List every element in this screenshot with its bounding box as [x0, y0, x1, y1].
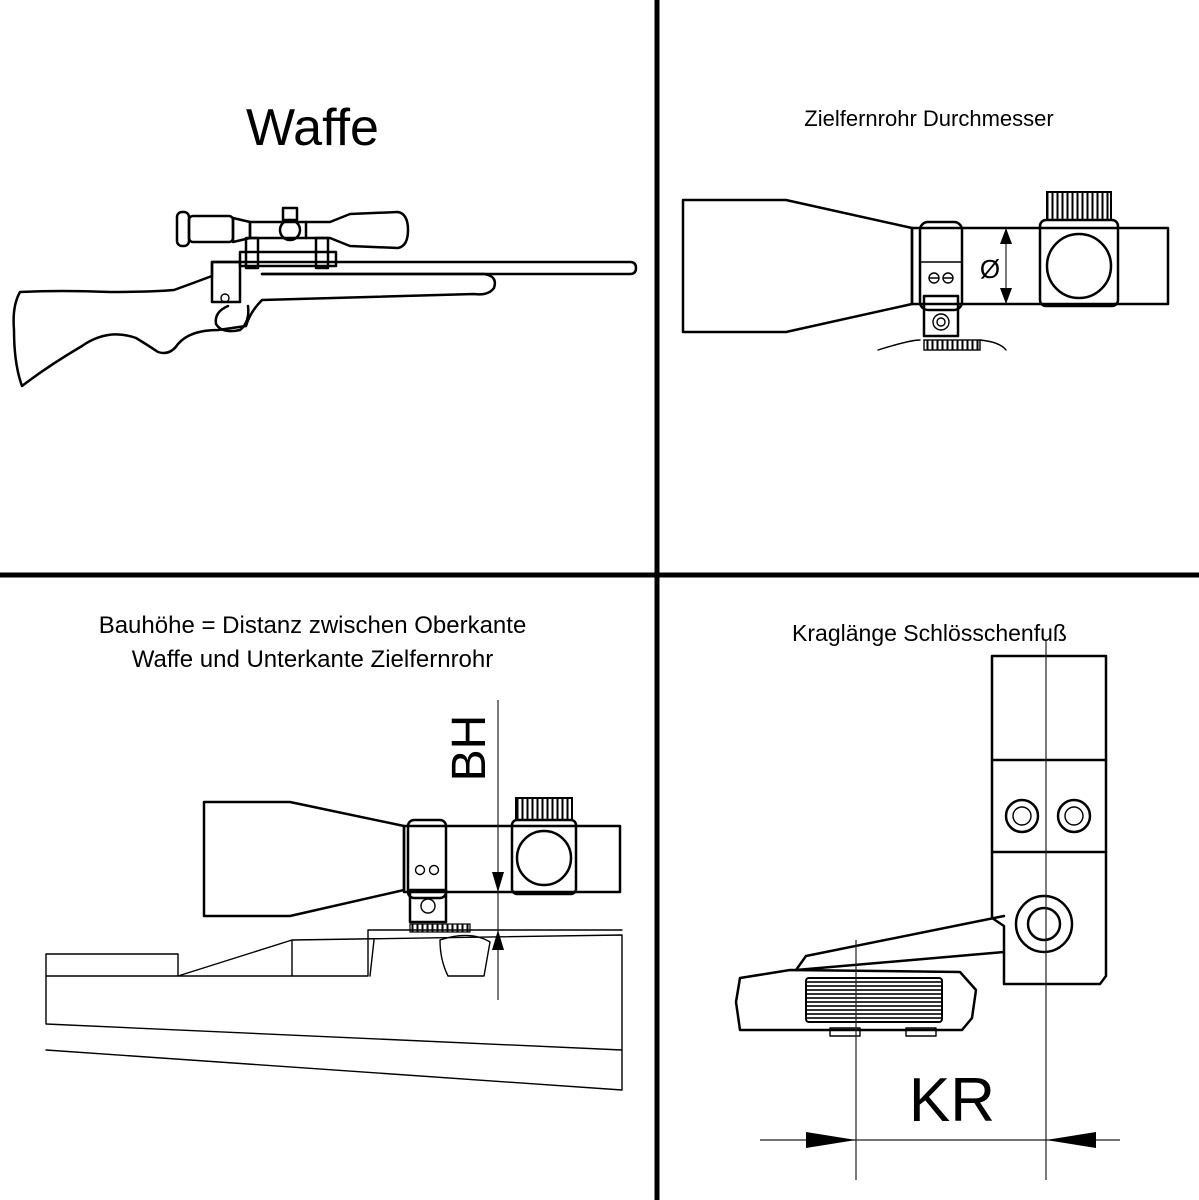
rifle-trigger-guard [214, 304, 250, 333]
collar-length-title: Kraglänge Schlösschenfuß [792, 620, 1067, 646]
ring-upper-block [990, 654, 1108, 854]
diameter-symbol: Ø [979, 254, 1001, 284]
height-scope-objective [202, 800, 406, 918]
mount-height-illustration [45, 700, 623, 1091]
scope-turret-cap [1045, 232, 1113, 300]
collar-length-illustration [734, 640, 1120, 1180]
scope-diameter-title: Zielfernrohr Durchmesser [804, 106, 1054, 131]
rifle-stock [12, 260, 497, 388]
bh-dimension-label: BH [443, 714, 496, 782]
mount-height-title-line2: Waffe und Unterkante Zielfernrohr [131, 646, 494, 673]
scope-mount-ring [918, 220, 964, 312]
rifle-barrel [234, 260, 638, 276]
weapon-title: Waffe [246, 99, 379, 157]
kr-dimension-label: KR [908, 1066, 996, 1135]
scope-diameter-illustration [681, 191, 1170, 351]
mount-height-title-line1: Bauhöhe = Distanz zwischen Oberkante [98, 612, 527, 639]
mount-arm [794, 914, 1006, 972]
mount-base [734, 968, 978, 1032]
ring-lower-block [990, 850, 1108, 986]
rifle-action [210, 260, 242, 304]
rifle-illustration [12, 206, 638, 388]
receiver-outline [45, 929, 623, 1091]
scope-objective [681, 198, 914, 334]
height-scope-ring [406, 818, 448, 900]
rifle-scope [175, 206, 410, 270]
